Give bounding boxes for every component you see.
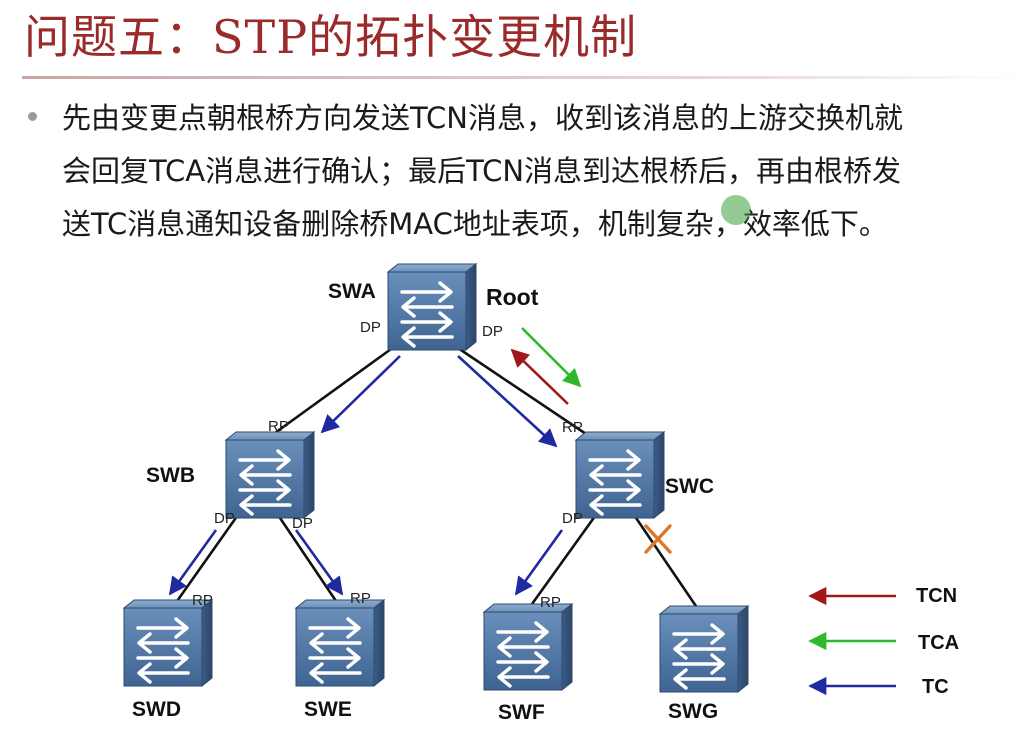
label-root: Root: [486, 284, 539, 310]
port-swe-up: RP: [350, 590, 371, 607]
switch-icon-swf: [482, 602, 574, 692]
tca-arrow-swa-swc: [521, 327, 582, 388]
port-swa-left: DP: [360, 319, 381, 336]
port-swb-right: DP: [292, 515, 313, 532]
switch-icon-swd: [122, 598, 214, 688]
port-swa-right: DP: [482, 323, 503, 340]
link-swa-swb: [267, 342, 399, 440]
switch-icon-swb: [224, 430, 316, 520]
bullet-line-1: 先由变更点朝根桥方向发送TCN消息，收到该消息的上游交换机就: [62, 101, 903, 135]
label-swc: SWC: [665, 475, 714, 498]
port-swd-up: RP: [192, 592, 213, 609]
switch-icon-swa: [386, 262, 478, 352]
bullet-icon: [28, 112, 37, 121]
switch-icon-swc: [574, 430, 666, 520]
bullet-line-2: 会回复TCA消息进行确认；最后TCN消息到达根桥后，再由根桥发: [62, 154, 902, 188]
legend: TCN TCA TC: [808, 585, 959, 698]
tc-arrow-swa-swc: [457, 355, 558, 448]
link-swc-swf: [530, 511, 600, 605]
tc-arrow-swa-swb: [320, 355, 401, 434]
tc-arrow-swc-swf: [514, 529, 564, 596]
link-swa-swc: [451, 342, 593, 440]
port-swb-up: RP: [268, 418, 289, 435]
label-swe: SWE: [304, 698, 352, 721]
link-swc-swg: [630, 511, 702, 613]
bullet-paragraph: 先由变更点朝根桥方向发送TCN消息，收到该消息的上游交换机就 会回复TCA消息进…: [62, 92, 1012, 251]
title-divider: [22, 76, 1026, 79]
label-swf: SWF: [498, 701, 545, 724]
legend-tc-label: TC: [922, 676, 949, 698]
message-arrows: [168, 327, 582, 596]
label-swg: SWG: [668, 700, 718, 723]
tc-arrow-swb-swe: [294, 529, 344, 596]
label-swb: SWB: [146, 464, 195, 487]
port-swb-left: DP: [214, 510, 235, 527]
tcn-arrow-swc-swa: [510, 348, 569, 405]
switch-icon-swe: [294, 598, 386, 688]
port-swc-up: RP: [562, 419, 583, 436]
pointer-highlight-icon: [721, 195, 751, 225]
port-swc-left: DP: [562, 510, 583, 527]
switch-icon-swg: [658, 604, 750, 694]
legend-tcn-label: TCN: [916, 585, 957, 607]
slide-title: 问题五：STP的拓扑变更机制: [24, 10, 638, 64]
tc-arrow-swb-swd: [168, 529, 218, 596]
port-swf-up: RP: [540, 594, 561, 611]
label-swd: SWD: [132, 698, 181, 721]
link-failure-x-icon: [644, 524, 672, 554]
label-swa: SWA: [328, 280, 376, 303]
legend-tca-label: TCA: [918, 632, 959, 654]
